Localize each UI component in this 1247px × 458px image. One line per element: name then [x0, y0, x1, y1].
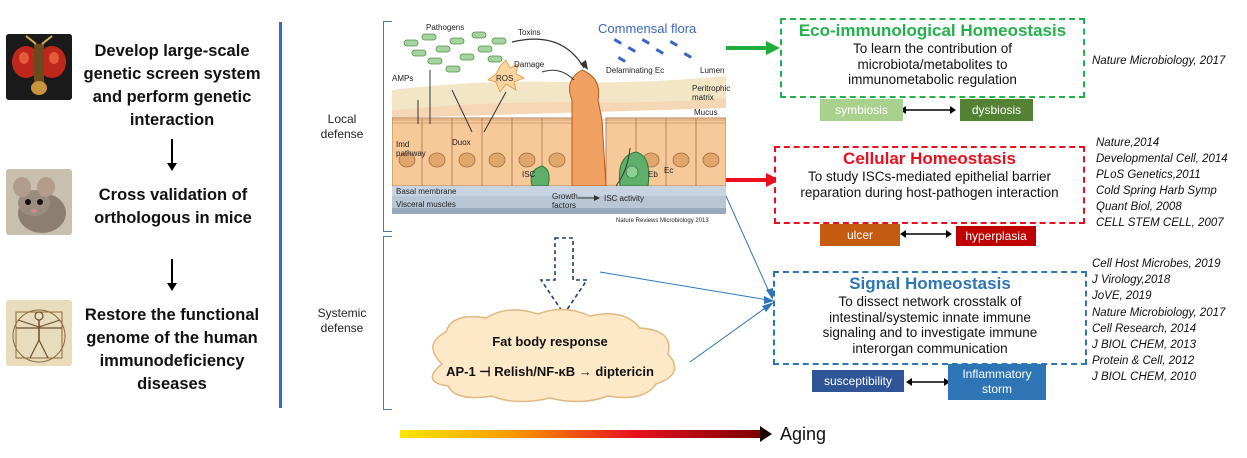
dysbiosis-tag: dysbiosis: [960, 99, 1033, 121]
aging-arrow-head: [760, 426, 772, 442]
signal-references: Cell Host Microbes, 2019 J Virology,2018…: [1092, 256, 1225, 386]
gut-figure: Pathogens Toxins Commensal flora AMPs RO…: [391, 20, 730, 232]
figure-isc: ISC: [522, 170, 536, 179]
step-2-text: Cross validation of orthologous in mice: [94, 186, 252, 227]
eco-homeostasis-desc: To learn the contribution of microbiota/…: [848, 41, 1017, 87]
symbiosis-tag: symbiosis: [820, 99, 903, 121]
fat-body-cloud: Fat body response AP-1 ⊣ Relish/NF-κB → …: [412, 304, 688, 404]
eco-reference: Nature Microbiology, 2017: [1092, 55, 1226, 67]
figure-basal: Basal membrane: [396, 187, 457, 196]
signal-reference: J BIOL CHEM, 2013: [1092, 339, 1196, 352]
figure-lumen: Lumen: [700, 66, 725, 75]
fruit-fly-head-image: [6, 34, 72, 100]
figure-toxins: Toxins: [518, 28, 541, 37]
down-arrow-1-head: [167, 163, 177, 171]
systemic-bracket: [383, 236, 392, 410]
systemic-defense-label: Systemic defense: [317, 306, 367, 335]
cellular-homeostasis-desc: To study ISCs-mediated epithelial barrie…: [800, 169, 1059, 200]
hyperplasia-tag: hyperplasia: [956, 226, 1036, 246]
signal-homeostasis-box: Signal Homeostasis To dissect network cr…: [773, 271, 1087, 365]
inflammatory-storm-tag: Inflammatory storm: [948, 364, 1046, 400]
signal-reference: Cell Host Microbes, 2019: [1092, 258, 1221, 270]
hollow-down-arrow: [537, 236, 591, 318]
signal-homeostasis-title: Signal Homeostasis: [849, 274, 1011, 293]
figure-isc-activity: ISC activity: [604, 194, 645, 203]
cellular-reference: Cold Spring Harb Symp: [1096, 185, 1217, 197]
figure-imd: Imd pathway: [396, 140, 426, 158]
down-arrow-2-head: [167, 283, 177, 291]
signal-reference: Nature Microbiology, 2017: [1092, 306, 1226, 319]
cellular-references: Nature,2014 Developmental Cell, 2014 PLo…: [1096, 135, 1228, 231]
figure-visceral: Visceral muscles: [396, 200, 456, 209]
signal-reference: Cell Research, 2014: [1092, 322, 1197, 335]
cellular-reference: Quant Biol, 2008: [1096, 201, 1182, 213]
aging-gradient-bar: [400, 430, 762, 438]
figure-amps: AMPs: [392, 74, 414, 83]
local-defense-label: Local defense: [320, 112, 364, 141]
eco-homeostasis-box: Eco-immunological Homeostasis To learn t…: [780, 18, 1085, 98]
cellular-homeostasis-box: Cellular Homeostasis To study ISCs-media…: [774, 146, 1085, 224]
figure-credit: Nature Reviews Microbiology 2013: [616, 218, 709, 224]
figure-commensal: Commensal flora: [598, 21, 697, 36]
cellular-homeostasis-title: Cellular Homeostasis: [843, 149, 1016, 168]
cellular-reference: Developmental Cell, 2014: [1096, 153, 1228, 165]
down-arrow-1: [171, 139, 173, 165]
signal-reference: JoVE, 2019: [1092, 290, 1152, 303]
figure-delaminating: Delaminating Ec: [606, 66, 665, 75]
fat-body-title: Fat body response: [492, 334, 608, 349]
mouse-image: [6, 169, 72, 235]
figure-growth: Growth factors: [552, 192, 578, 210]
figure-mucus: Mucus: [694, 108, 718, 117]
figure-ec: Ec: [664, 166, 674, 175]
figure-peritrophic: Peritrophic matrix: [692, 84, 731, 102]
cellular-reference: CELL STEM CELL, 2007: [1096, 217, 1224, 229]
panel-divider: [279, 22, 282, 408]
step-3-text: Restore the functional genome of the hum…: [84, 306, 260, 393]
down-arrow-2: [171, 259, 173, 285]
signal-homeostasis-desc: To dissect network crosstalk of intestin…: [822, 294, 1038, 356]
susceptibility-tag: susceptibility: [812, 370, 904, 392]
vitruvian-man-image: [6, 300, 72, 366]
figure-damage: Damage: [514, 60, 545, 69]
signal-reference: J BIOL CHEM, 2010: [1092, 371, 1196, 384]
cellular-reference: Nature,2014: [1096, 137, 1160, 149]
cellular-reference: PLoS Genetics,2011: [1096, 169, 1201, 181]
aging-label: Aging: [780, 424, 827, 444]
step-1-text: Develop large-scale genetic screen syste…: [83, 42, 261, 129]
signal-reference: Protein & Cell, 2012: [1092, 355, 1195, 368]
eco-homeostasis-title: Eco-immunological Homeostasis: [798, 21, 1067, 40]
figure-eb: Eb: [648, 170, 658, 179]
local-bracket: [383, 21, 392, 232]
figure-duox: Duox: [452, 138, 471, 147]
eco-references: Nature Microbiology, 2017: [1092, 53, 1225, 69]
ulcer-tag: ulcer: [820, 224, 900, 246]
figure-pathogens: Pathogens: [426, 23, 465, 32]
fat-body-pathway: AP-1 ⊣ Relish/NF-κB → dipteriсin: [446, 364, 654, 379]
signal-reference: J Virology,2018: [1092, 274, 1171, 287]
figure-ros: ROS: [496, 74, 514, 83]
